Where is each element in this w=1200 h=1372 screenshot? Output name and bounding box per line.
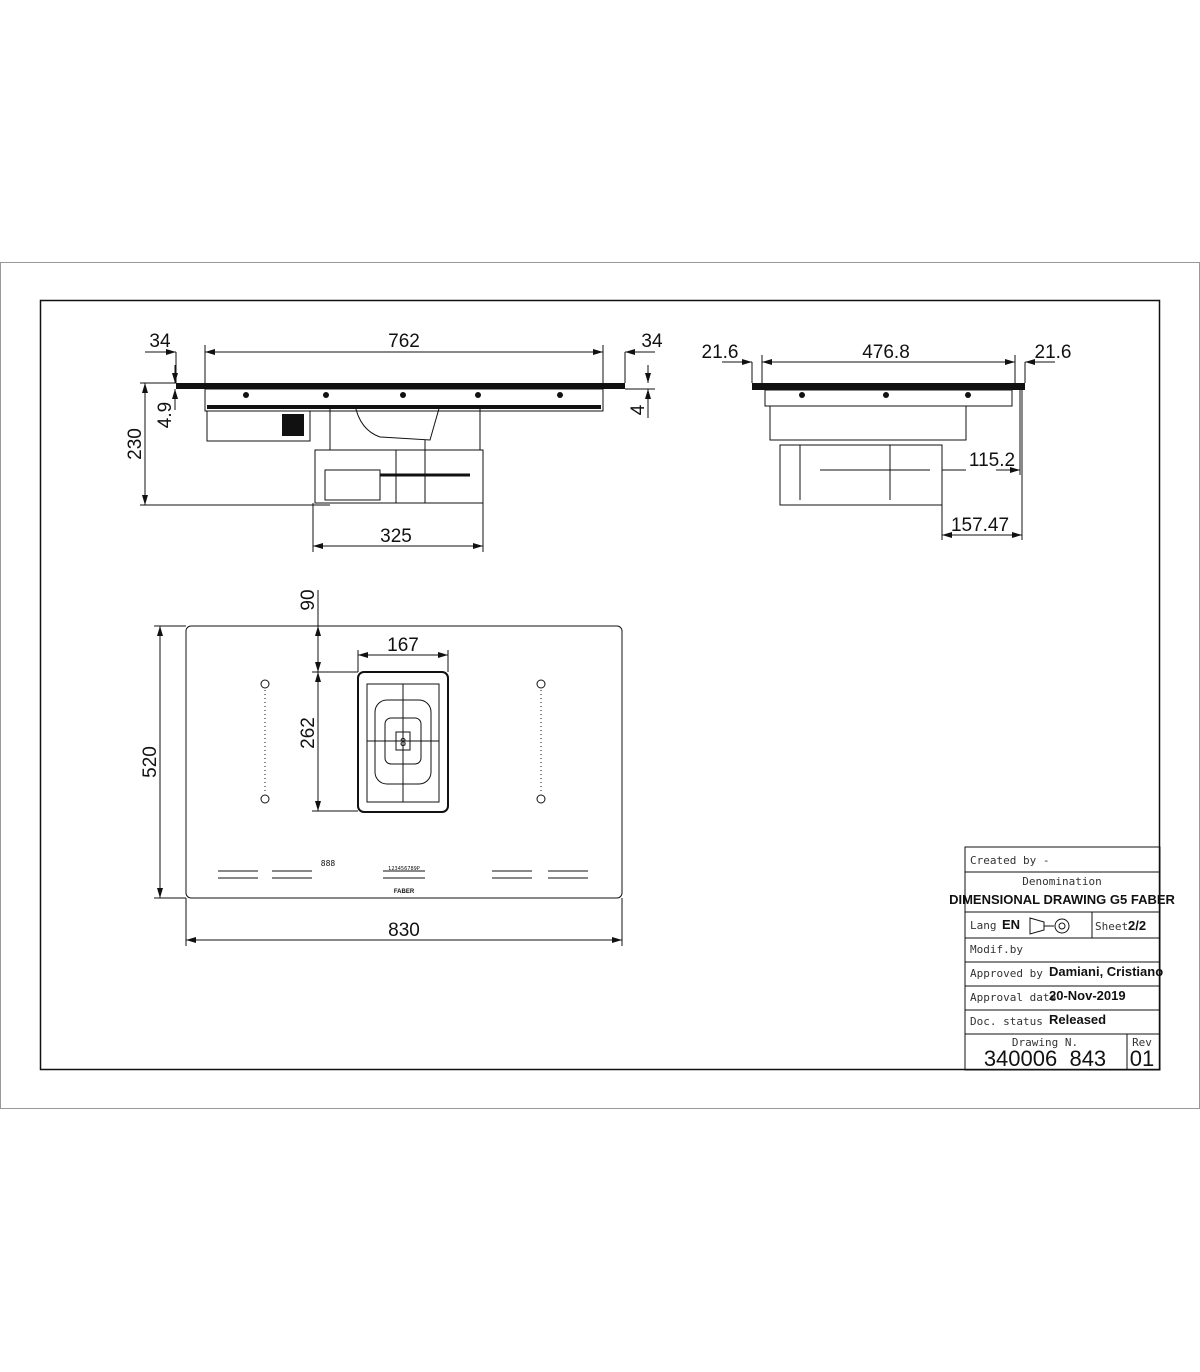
dim-side-right: 21.6 — [1035, 342, 1072, 363]
dim-glass-right: 4 — [628, 404, 649, 415]
lang-value: EN — [1002, 917, 1020, 932]
dim-left-overhang: 34 — [149, 331, 171, 352]
zone-marker — [536, 794, 546, 804]
dim-height: 230 — [125, 428, 146, 460]
dim-hood-width: 167 — [387, 635, 419, 656]
dim-hood-offset: 90 — [298, 589, 319, 610]
dim-unit-width: 325 — [380, 526, 412, 547]
rev-value: 01 — [1130, 1046, 1154, 1071]
dim-body-width: 762 — [388, 331, 420, 352]
projection-symbol-icon — [1029, 917, 1070, 935]
status-label: Doc. status — [970, 1015, 1043, 1028]
timer-display: 888 — [321, 859, 336, 868]
title-block: Created by - Denomination DIMENSIONAL DR… — [949, 846, 1176, 1071]
zone-marker — [536, 679, 546, 689]
dim-side-offset-1: 115.2 — [969, 450, 1015, 471]
front-view: 34 762 34 230 4.9 4 325 — [125, 331, 663, 552]
rev-label: Rev — [1132, 1036, 1152, 1049]
dim-side-offset-2: 157.47 — [951, 515, 1009, 536]
faber-logo: FABER — [394, 889, 415, 895]
glass-top — [176, 383, 625, 389]
top-view: 8 888 123456789P FABER 90 167 262 520 83… — [140, 589, 623, 946]
side-view: 21.6 476.8 21.6 115.2 157.47 — [702, 342, 1072, 540]
dim-side-left: 21.6 — [702, 342, 739, 363]
created-by: Created by - — [970, 854, 1049, 867]
status-value: Released — [1049, 1012, 1106, 1027]
date-label: Approval date — [970, 991, 1056, 1004]
dim-hood-depth: 262 — [298, 717, 319, 749]
modif-label: Modif.by — [970, 943, 1023, 956]
lang-label: Lang — [970, 919, 997, 932]
denomination-label: Denomination — [1022, 875, 1101, 888]
hob-outline — [185, 625, 623, 899]
extraction-unit-side — [779, 444, 943, 506]
drawing-frame — [39, 299, 1161, 1071]
sheet-label: Sheet — [1095, 920, 1128, 933]
denomination: DIMENSIONAL DRAWING G5 FABER — [949, 892, 1175, 907]
drawing-label: Drawing N. — [1012, 1036, 1078, 1049]
dim-width: 830 — [388, 920, 420, 941]
dim-glass-left: 4.9 — [155, 402, 176, 428]
dim-depth: 520 — [140, 746, 161, 778]
zone-marker — [260, 794, 270, 804]
extraction-unit — [314, 449, 484, 504]
drawing-number: 340006_843 — [984, 1046, 1106, 1071]
dim-side-depth: 476.8 — [862, 342, 910, 363]
hood-grille — [357, 671, 449, 813]
center-scale: 123456789P — [388, 866, 420, 872]
approved-label: Approved by — [970, 967, 1043, 980]
sheet-value: 2/2 — [1128, 918, 1146, 933]
dim-right-overhang: 34 — [641, 331, 663, 352]
approved-value: Damiani, Cristiano — [1049, 964, 1163, 979]
control-panel — [218, 870, 588, 879]
date-value: 20-Nov-2019 — [1049, 988, 1126, 1003]
motor-box — [206, 410, 311, 442]
zone-marker — [260, 679, 270, 689]
